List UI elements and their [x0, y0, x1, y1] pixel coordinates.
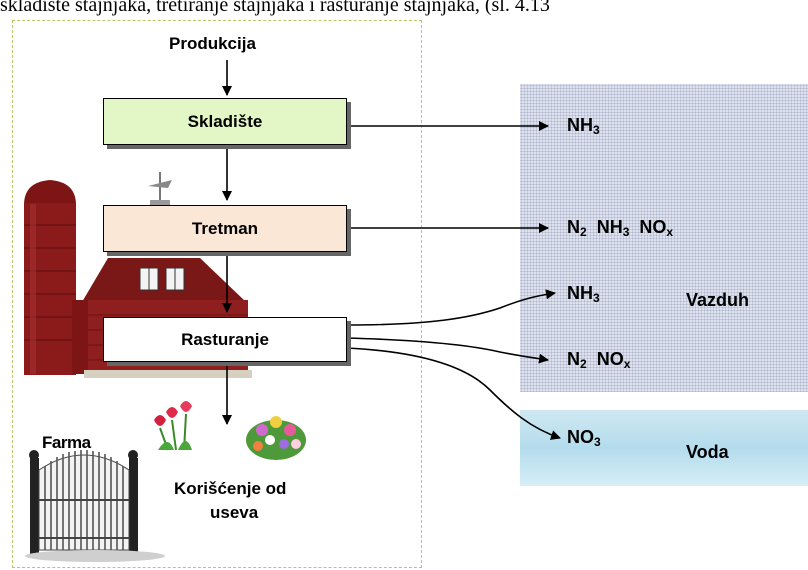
flowers-icon [246, 416, 306, 460]
nox-formula: NOx [639, 217, 674, 239]
nh3-formula: NH3 [567, 115, 600, 137]
treatment-box: Tretman [103, 205, 347, 252]
emission-storage: NH3 [567, 115, 600, 137]
tulips-icon [154, 401, 192, 451]
crop-use-label-line1: Korišćenje od [174, 479, 287, 498]
nh3-formula: NH3 [596, 217, 630, 239]
emission-arrows [345, 121, 561, 440]
silo-icon [24, 180, 76, 375]
spreading-box: Rasturanje [103, 317, 347, 362]
emission-treatment: N2 NH3 NOx [567, 217, 674, 239]
emission-spreading-no3: NO3 [567, 427, 601, 449]
storage-box: Skladište [103, 98, 347, 145]
farm-boundary [12, 20, 422, 568]
air-zone-label: Vazduh [686, 290, 750, 310]
emission-spreading-nh3: NH3 [567, 283, 600, 305]
water-zone-label: Voda [686, 442, 729, 462]
water-zone-panel [520, 410, 808, 486]
weather-vane-icon [148, 172, 172, 208]
nox-formula: NOx [596, 349, 631, 371]
production-label: Produkcija [169, 34, 256, 53]
crop-use-label-line2: useva [210, 503, 259, 522]
farm-label: Farma [42, 433, 91, 452]
no3-formula: NO3 [567, 427, 601, 449]
n2-formula: N2 [567, 217, 587, 239]
nh3-formula: NH3 [567, 283, 600, 305]
air-zone-panel [520, 84, 808, 392]
emission-spreading-n2-nox: N2 NOx [567, 349, 631, 371]
farm-gate-icon [25, 450, 165, 562]
caption-text: skladište stajnjaka, tretiranje stajnjak… [0, 0, 550, 16]
n2-formula: N2 [567, 349, 587, 371]
